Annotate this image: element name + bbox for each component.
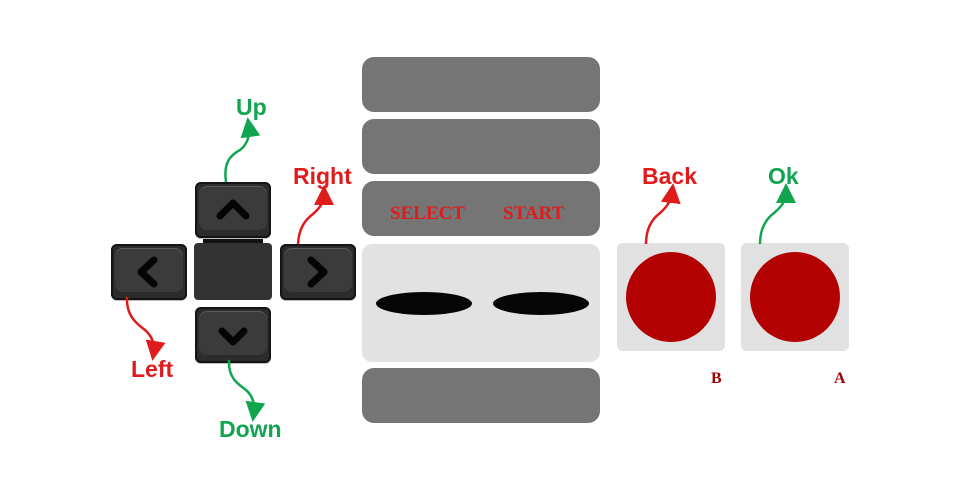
a-button[interactable] — [750, 252, 840, 342]
up-arrow — [224, 117, 261, 183]
b-button-letter: B — [711, 370, 722, 387]
chevron-up-icon — [216, 199, 250, 220]
a-button-letter: A — [834, 370, 846, 387]
dpad-center — [194, 243, 272, 300]
bottom-stripe — [362, 368, 600, 423]
down-label: Down — [219, 416, 282, 442]
b-button[interactable] — [626, 252, 716, 342]
chevron-down-icon — [218, 327, 248, 346]
right-label: Right — [293, 163, 352, 189]
dpad-right-button[interactable] — [280, 244, 356, 300]
top-stripe-2 — [362, 119, 600, 174]
dpad-left-button[interactable] — [111, 244, 187, 300]
down-arrow — [227, 359, 266, 422]
right-arrow — [296, 185, 334, 245]
ok-label: Ok — [768, 163, 799, 189]
back-arrow — [644, 183, 681, 245]
label-stripe — [362, 181, 600, 236]
up-label: Up — [236, 94, 267, 120]
dpad-down-button[interactable] — [195, 307, 271, 363]
start-label: START — [503, 203, 565, 224]
back-label: Back — [642, 163, 697, 189]
chevron-right-icon — [307, 256, 328, 288]
left-arrow — [125, 296, 166, 361]
dpad-up-button[interactable] — [195, 182, 271, 238]
a-button-frame — [741, 243, 849, 351]
dpad-gap-line — [203, 239, 263, 243]
chevron-left-icon — [137, 256, 158, 288]
top-stripe-1 — [362, 57, 600, 112]
select-button[interactable] — [376, 292, 472, 315]
ok-arrow — [758, 183, 796, 245]
b-button-frame — [617, 243, 725, 351]
left-label: Left — [131, 356, 174, 382]
select-label: SELECT — [390, 203, 465, 224]
start-button[interactable] — [493, 292, 589, 315]
